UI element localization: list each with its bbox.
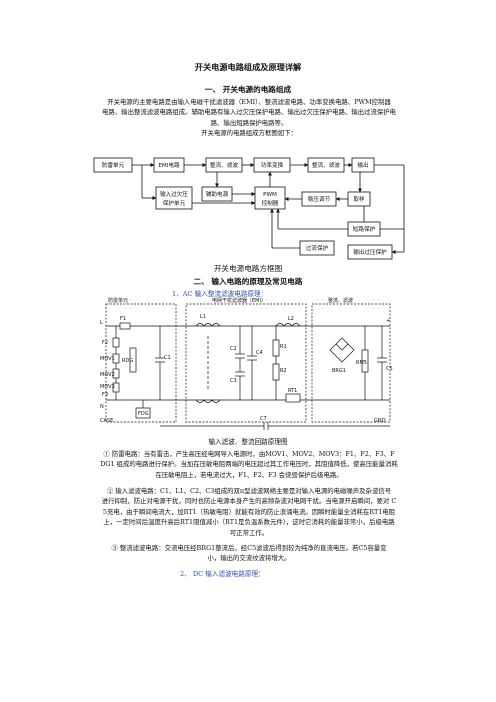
- component-label: L1: [200, 314, 206, 320]
- paragraph-line: 电路、输出整流滤波电路组成。辅助电路有输入过欠压保护电路、输出过欠压保护电路、输…: [102, 108, 396, 117]
- block-label: 控制器: [262, 199, 279, 207]
- list-item-line: 在压敏电阻上，若电流过大，F1、F2、F3 会烧毁保护后级电路。: [155, 470, 343, 479]
- component-label: C7: [260, 416, 267, 422]
- component-label: C4: [256, 350, 263, 356]
- input-schematic: 防雷单元 电网干扰滤波器（EMI） 整流、滤波 L F1 F2 MOV1 MOV…: [100, 297, 393, 430]
- component-label: MOV1: [100, 356, 115, 362]
- component-label: R2: [280, 368, 287, 374]
- block-label: 输出: [357, 161, 368, 169]
- list-item-line: 可正常工作。: [229, 528, 269, 537]
- component-label: FDG: [138, 411, 149, 417]
- list-item-line: DG1 组成的电路进行保护。当加在压敏电阻两端的电压超过其工作电压时，其阻值降低…: [100, 460, 398, 469]
- component-label: F2: [102, 340, 108, 346]
- component-label: RT1: [288, 388, 297, 394]
- component-label: C2: [230, 346, 237, 352]
- block-label: PWM: [263, 192, 277, 198]
- block-label: 辅助电源: [206, 190, 229, 198]
- component-label: C1: [164, 355, 171, 361]
- block-label: 整流、滤波: [210, 161, 238, 169]
- section-heading-2: 二、 输入电路的原理及常见电路: [193, 277, 303, 286]
- component-label: RDG: [122, 358, 133, 364]
- schematic-label-emi: 电网干扰滤波器（EMI）: [212, 297, 266, 304]
- component-label: BRG1: [332, 368, 346, 374]
- document-title: 开关电源电路组成及原理详解: [194, 62, 302, 72]
- list-item-line: ② 输入滤波电路：C1、L1、C2、C3组成的双π型滤波网络主要是对输入电源的电…: [106, 487, 392, 495]
- block-label: 功率变换: [261, 161, 284, 169]
- component-label: MOV2: [100, 372, 115, 378]
- block-label: 整流、滤波: [312, 161, 340, 169]
- block-diagram-caption: 开关电源电路方框图: [213, 264, 283, 273]
- block-label: 输入过欠压: [160, 190, 188, 198]
- block-label: 防雷单元: [102, 161, 125, 169]
- paragraph-1: 开关电源的主要电路是由输入电磁干扰滤波器（EMI）、整流滤波电路、功率变换电路、…: [84, 97, 414, 139]
- component-label: C3: [230, 378, 237, 384]
- paragraph-line: 开关电源的主要电路是由输入电磁干扰滤波器（EMI）、整流滤波电路、功率变换电路、…: [107, 98, 391, 106]
- component-label: F1: [120, 316, 126, 322]
- subheading-dc-input: 2、 DC 输入滤波电路原理：: [180, 570, 265, 578]
- component-label: +: [386, 318, 390, 324]
- component-label: CASE: [100, 418, 113, 424]
- section-heading-1: 一、 开关电源的电路组成: [204, 85, 292, 94]
- paragraph-line: 路、输出短路保护电路等。: [210, 118, 288, 127]
- list-item-line: 进行抑制，防止对电源干扰，同时也防止电源本身产生的高频杂波对电网干扰。当电源开启…: [101, 497, 397, 506]
- component-label: R1: [280, 344, 287, 350]
- list-item: ③ 整流滤波电路：交流电压经BRG1整流后，经C5滤波后得到较为纯净的直流电压。…: [84, 543, 414, 564]
- component-label: L: [100, 320, 103, 326]
- schematic-label-protect: 防雷单元: [108, 297, 128, 304]
- list-item: ② 输入滤波电路：C1、L1、C2、C3组成的双π型滤波网络主要是对输入电源的电…: [84, 486, 414, 538]
- block-label: 稳压调节: [308, 195, 331, 203]
- list-item-line: 5充电，由于瞬间电流大，加RT1（热敏电阻）就能有效的防止浪涌电流。因瞬时能量全…: [102, 507, 396, 516]
- component-label: GND: [374, 418, 386, 424]
- block-diagram: 防雷单元 EMI电路 整流、滤波 功率变换 整流、滤波 输出 输入过欠压 保护单…: [93, 157, 405, 260]
- block-label: 保护单元: [163, 199, 186, 207]
- subheading-ac-input: 1、AC 输入整流滤波电路原理：: [172, 290, 268, 298]
- schematic-label-rectify: 整流、滤波: [328, 297, 353, 304]
- component-label: C5: [386, 366, 393, 372]
- block-label: EMI电路: [158, 161, 180, 169]
- component-label: N: [100, 404, 104, 410]
- component-label: F3: [102, 392, 108, 398]
- component-label: MOV3: [100, 384, 115, 390]
- block-label: 取样: [353, 195, 365, 203]
- block-label: 过流保护: [306, 244, 329, 252]
- component-label: RM5: [356, 360, 367, 366]
- component-label: L2: [288, 316, 294, 322]
- list-item-line: ③ 整流滤波电路：交流电压经BRG1整流后，经C5滤波后得到较为纯净的直流电压。…: [111, 544, 387, 552]
- list-item-line: ① 防雷电路：当有雷击，产生高压经电网导入电源时，由MOV1、MOV2、MOV3…: [103, 450, 395, 458]
- block-label: 输出过压保护: [353, 248, 387, 256]
- block-label: 短路保护: [353, 225, 376, 233]
- list-item-line: 小，输出的交流纹波将增大。: [207, 554, 291, 563]
- paragraph-line: 开关电源的电路组成方框图如下：: [201, 129, 297, 138]
- list-item-line: 上，一定时间后温度升高后RT1阻值减小（RT1是负温系数元件），这时它消耗的能量…: [103, 518, 395, 527]
- schematic-caption: 输入滤波、整流回路原理图: [208, 438, 288, 446]
- list-item: ① 防雷电路：当有雷击，产生高压经电网导入电源时，由MOV1、MOV2、MOV3…: [84, 449, 414, 480]
